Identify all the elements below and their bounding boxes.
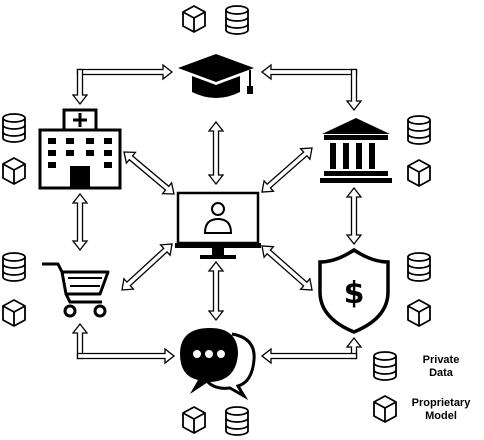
arrow-education-hospital-b (71, 68, 89, 106)
legend-private-data-text: Private Data (422, 354, 460, 379)
proprietary-model-icon (2, 299, 26, 327)
proprietary-model-icon (407, 159, 431, 187)
svg-text:$: $ (344, 276, 365, 311)
shopping-cart-icon (42, 262, 110, 318)
private-data-icon (407, 252, 431, 282)
arrow-chat-center (207, 260, 225, 322)
legend-proprietary-model-label: Proprietary Model (406, 397, 476, 423)
arrow-retail-chat-b (76, 347, 176, 365)
arrow-education-bank-b (345, 68, 363, 112)
dollar-shield-icon: $ (318, 247, 390, 334)
legend-proprietary-model-text: Proprietary Model (411, 397, 471, 422)
private-data-icon (225, 406, 249, 436)
arrow-education-center (207, 120, 225, 186)
arrow-finance-center (261, 245, 313, 291)
arrow-education-bank-a (260, 63, 358, 81)
graduation-cap-icon (178, 54, 254, 98)
arrow-bank-finance (345, 186, 363, 246)
arrow-retail-center (121, 243, 173, 291)
chat-bubbles-icon (180, 328, 256, 401)
arrow-education-hospital-a (76, 63, 174, 81)
legend (373, 351, 397, 423)
arrow-hospital-center (123, 151, 175, 195)
legend-proprietary-model-icon (373, 395, 397, 423)
arrow-finance-chat-b (260, 347, 358, 365)
private-data-icon (407, 115, 431, 145)
proprietary-model-icon (182, 406, 206, 434)
arrow-hospital-retail (71, 192, 89, 252)
proprietary-model-icon (2, 157, 26, 185)
private-data-icon (2, 252, 26, 282)
bank-building-icon (320, 118, 392, 183)
proprietary-model-icon (182, 5, 206, 33)
user-monitor-icon (175, 191, 261, 259)
legend-private-data-label: Private Data (406, 354, 476, 380)
arrow-bank-center (261, 147, 313, 193)
private-data-icon (2, 113, 26, 143)
connection-arrows (71, 63, 363, 365)
private-data-icon (225, 5, 249, 35)
legend-private-data-icon (373, 351, 397, 381)
proprietary-model-icon (407, 299, 431, 327)
hospital-icon (38, 108, 122, 190)
